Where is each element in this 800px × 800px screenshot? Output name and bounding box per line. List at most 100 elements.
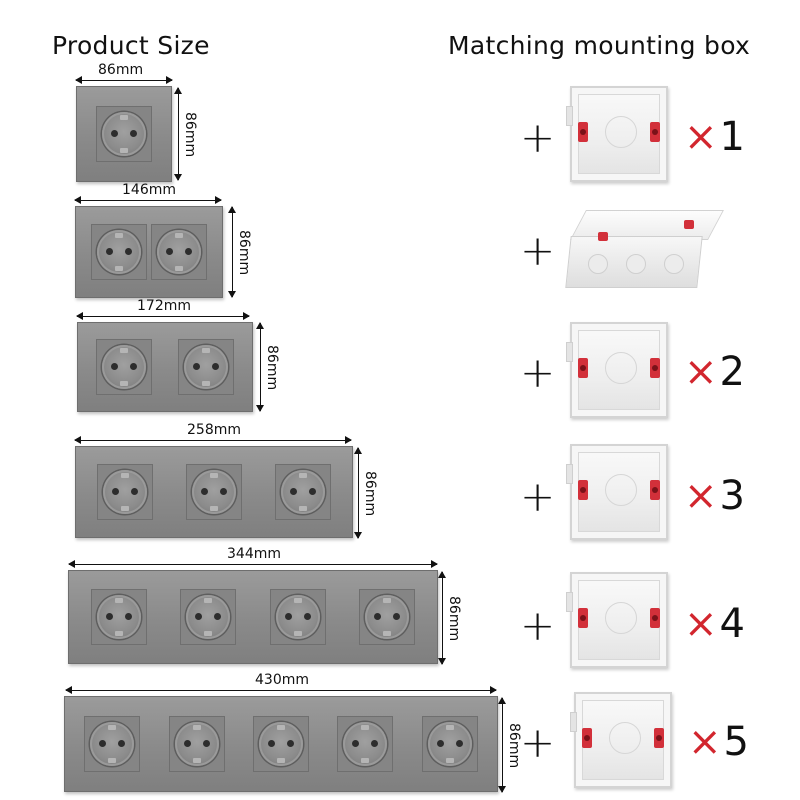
socket-face bbox=[280, 470, 325, 514]
socket-outlet bbox=[185, 464, 242, 520]
earth-clip-icon bbox=[293, 631, 302, 636]
socket-face bbox=[90, 722, 135, 766]
screw-clip-icon bbox=[598, 232, 608, 241]
earth-clip-icon bbox=[121, 506, 130, 511]
socket-outlet bbox=[359, 589, 416, 645]
screw-clip-icon bbox=[578, 358, 588, 378]
screw-clip-icon bbox=[650, 122, 660, 142]
knockout-icon bbox=[605, 602, 637, 634]
earth-clip-icon bbox=[445, 758, 454, 763]
socket-face bbox=[102, 112, 146, 156]
height-dimension-arrow bbox=[256, 322, 264, 412]
quantity-value: 5 bbox=[723, 719, 749, 765]
double-mounting-box-icon bbox=[565, 210, 724, 290]
socket-face bbox=[427, 722, 472, 766]
socket-outlet bbox=[274, 464, 331, 520]
earth-clip-icon bbox=[202, 381, 210, 386]
socket-outlet bbox=[97, 464, 154, 520]
socket-outlet bbox=[96, 339, 152, 395]
width-label: 86mm bbox=[98, 62, 144, 78]
knockout-icon bbox=[605, 474, 637, 506]
socket-outlet bbox=[337, 716, 394, 772]
quantity-multiplier: ×2 bbox=[684, 350, 745, 394]
box-flange bbox=[566, 106, 573, 126]
width-label: 258mm bbox=[187, 422, 241, 438]
height-label: 86mm bbox=[236, 230, 252, 276]
earth-clip-icon bbox=[114, 598, 123, 603]
earth-clip-icon bbox=[361, 725, 370, 730]
product-size-heading: Product Size bbox=[52, 30, 210, 60]
multiply-icon: × bbox=[688, 719, 722, 765]
earth-clip-icon bbox=[175, 266, 183, 271]
screw-clip-icon bbox=[650, 608, 660, 628]
multiply-icon: × bbox=[684, 473, 718, 519]
mounting-box-icon bbox=[570, 692, 672, 788]
socket-face bbox=[343, 722, 388, 766]
height-dimension-arrow bbox=[498, 697, 506, 793]
socket-outlet bbox=[90, 589, 147, 645]
width-label: 344mm bbox=[227, 546, 281, 562]
knockout-icon bbox=[605, 352, 637, 384]
socket-panel bbox=[75, 446, 353, 538]
screw-clip-icon bbox=[650, 480, 660, 500]
width-dimension-arrow bbox=[74, 196, 222, 204]
socket-face bbox=[174, 722, 219, 766]
socket-face bbox=[102, 345, 146, 389]
screw-clip-icon bbox=[684, 220, 694, 229]
quantity-value: 2 bbox=[719, 349, 745, 395]
socket-outlet bbox=[91, 224, 147, 280]
quantity-value: 1 bbox=[719, 114, 745, 160]
socket-panel bbox=[64, 696, 498, 792]
quantity-multiplier: ×3 bbox=[684, 474, 745, 518]
socket-panel bbox=[75, 206, 223, 298]
earth-clip-icon bbox=[120, 115, 128, 120]
earth-clip-icon bbox=[204, 631, 213, 636]
height-label: 86mm bbox=[362, 471, 378, 517]
socket-outlet bbox=[421, 716, 478, 772]
socket-face bbox=[275, 595, 320, 639]
earth-clip-icon bbox=[204, 598, 213, 603]
height-dimension-arrow bbox=[174, 87, 182, 181]
screw-clip-icon bbox=[650, 358, 660, 378]
width-dimension-arrow bbox=[75, 76, 173, 84]
socket-face bbox=[103, 470, 148, 514]
box-flange bbox=[570, 712, 577, 732]
earth-clip-icon bbox=[202, 348, 210, 353]
box-flange bbox=[566, 464, 573, 484]
mounting-box-icon bbox=[566, 86, 668, 182]
socket-face bbox=[365, 595, 410, 639]
screw-clip-icon bbox=[578, 122, 588, 142]
width-label: 430mm bbox=[255, 672, 309, 688]
plus-sign: + bbox=[520, 348, 556, 397]
height-dimension-arrow bbox=[354, 447, 362, 539]
earth-clip-icon bbox=[115, 266, 123, 271]
earth-clip-icon bbox=[175, 233, 183, 238]
earth-clip-icon bbox=[120, 381, 128, 386]
width-label: 146mm bbox=[122, 182, 176, 198]
width-dimension-arrow bbox=[74, 436, 352, 444]
width-dimension-arrow bbox=[68, 560, 438, 568]
plus-sign: + bbox=[520, 601, 556, 650]
width-label: 172mm bbox=[137, 298, 191, 314]
plus-sign: + bbox=[520, 113, 556, 162]
earth-clip-icon bbox=[209, 506, 218, 511]
mounting-box-icon bbox=[566, 322, 668, 418]
earth-clip-icon bbox=[445, 725, 454, 730]
quantity-value: 3 bbox=[719, 473, 745, 519]
knockout-icon bbox=[605, 116, 637, 148]
socket-outlet bbox=[252, 716, 309, 772]
earth-clip-icon bbox=[108, 758, 117, 763]
height-label: 86mm bbox=[182, 112, 198, 158]
knockout-icon bbox=[664, 254, 684, 274]
multiply-icon: × bbox=[684, 601, 718, 647]
screw-clip-icon bbox=[582, 728, 592, 748]
height-label: 86mm bbox=[446, 596, 462, 642]
earth-clip-icon bbox=[108, 725, 117, 730]
earth-clip-icon bbox=[361, 758, 370, 763]
earth-clip-icon bbox=[121, 473, 130, 478]
socket-panel bbox=[77, 322, 253, 412]
socket-outlet bbox=[168, 716, 225, 772]
socket-outlet bbox=[151, 224, 207, 280]
socket-face bbox=[191, 470, 236, 514]
screw-clip-icon bbox=[578, 608, 588, 628]
